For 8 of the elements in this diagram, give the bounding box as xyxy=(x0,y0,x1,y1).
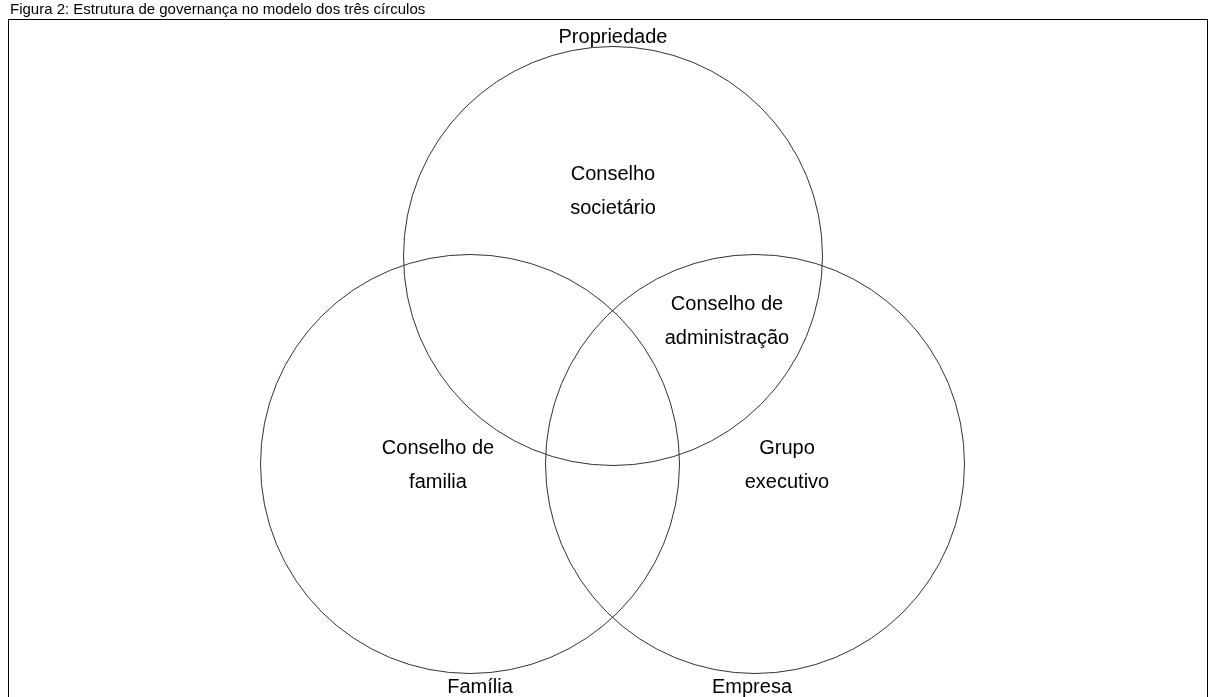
overlap-label: Conselho de administração xyxy=(663,291,791,350)
circle-label: Conselho societário xyxy=(569,161,657,220)
circle-label: Grupo executivo xyxy=(743,435,831,494)
circle-heading: Empresa xyxy=(711,674,793,697)
circle-heading: Propriedade xyxy=(557,24,669,49)
circle-heading: Família xyxy=(446,674,514,697)
circle-label: Conselho de familia xyxy=(380,435,496,494)
figure-title: Figura 2: Estrutura de governança no modelo dos três círculos xyxy=(10,0,426,18)
